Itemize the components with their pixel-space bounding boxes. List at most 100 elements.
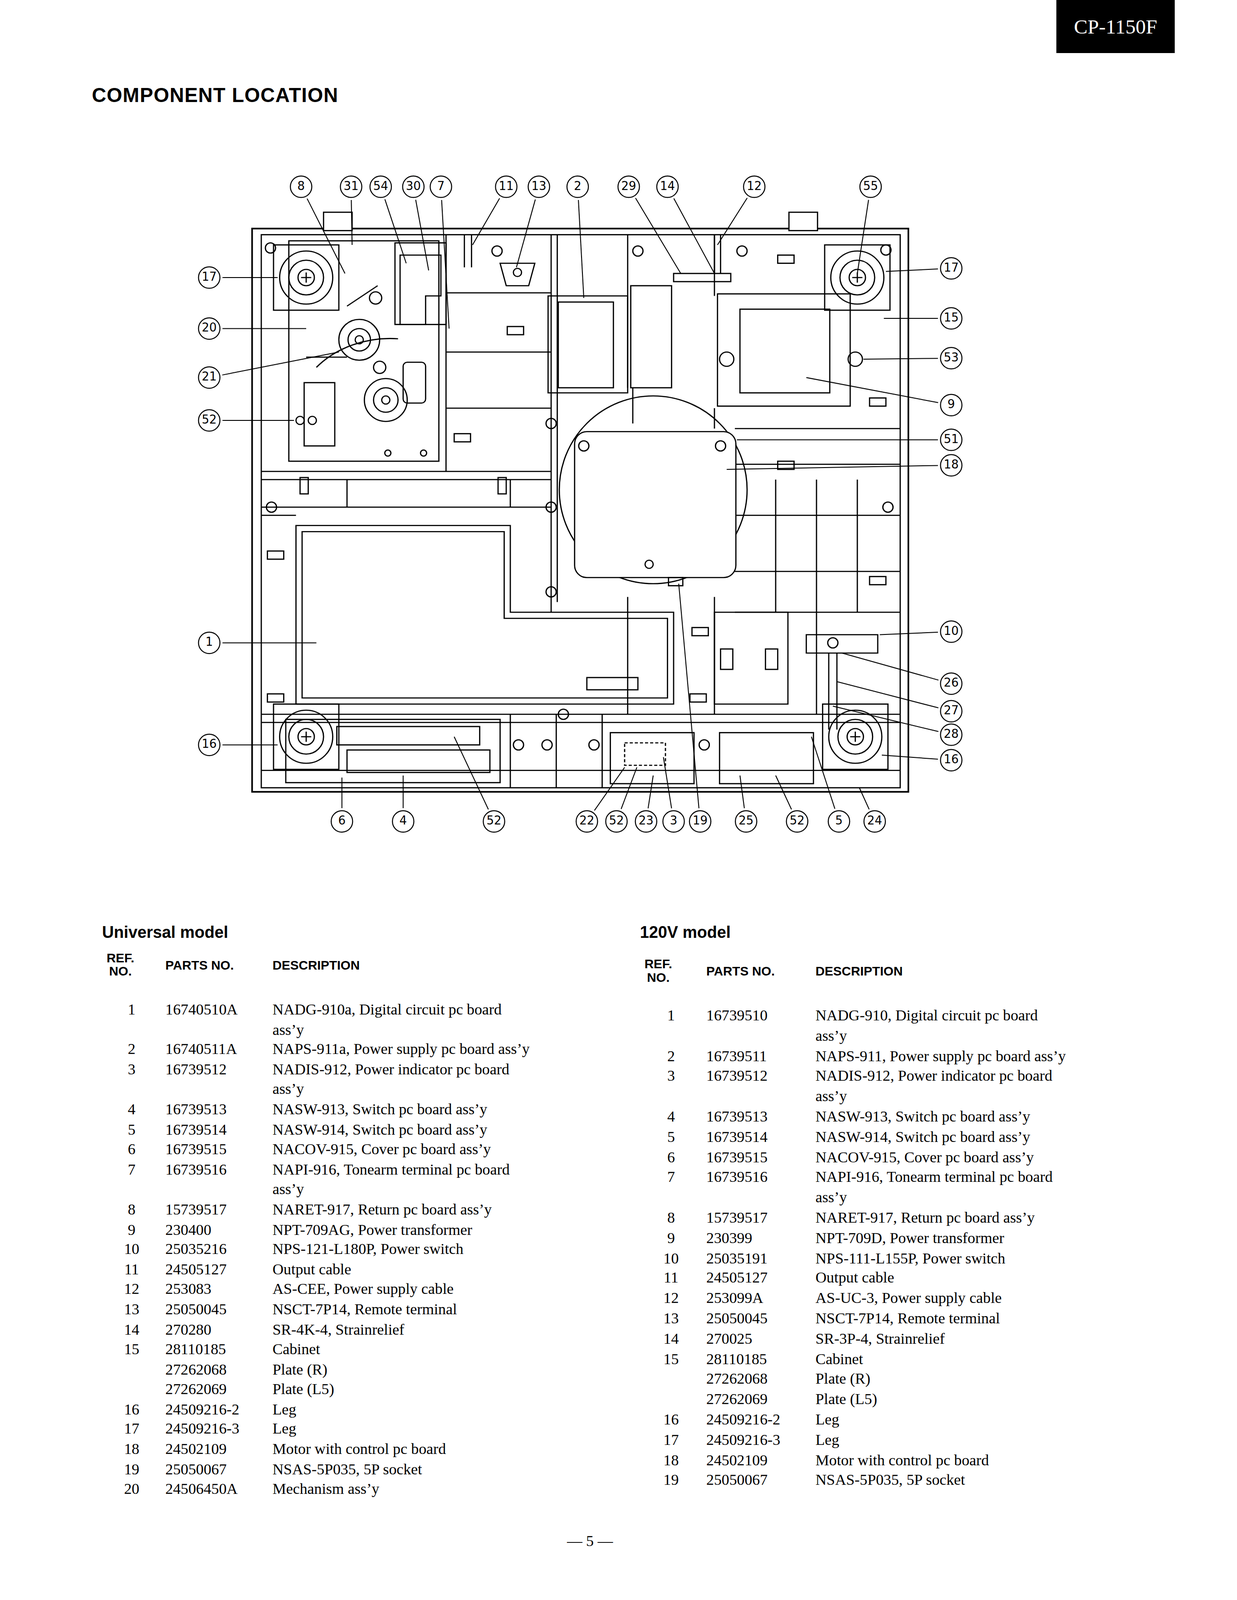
part-number: 16739513 <box>165 1100 269 1120</box>
callout-text: 52 <box>201 414 217 427</box>
callout-text: 51 <box>943 434 959 446</box>
part-number: 230399 <box>706 1228 812 1249</box>
callout-number: 52 <box>198 409 221 432</box>
ref-number: 15 <box>640 1349 703 1371</box>
leader-line <box>775 775 792 810</box>
column-header: PARTS NO. <box>165 958 269 973</box>
callout-text: 13 <box>531 180 547 193</box>
part-description: Mechanism ass’y <box>272 1480 537 1501</box>
part-description: Leg <box>815 1430 1069 1452</box>
callout-number: 20 <box>198 317 221 341</box>
callout-number: 52 <box>605 810 628 834</box>
leader-line <box>884 317 939 319</box>
part-number: 16739510 <box>706 1006 812 1047</box>
callout-text: 23 <box>638 815 654 828</box>
leader-line <box>881 755 939 760</box>
callout-text: 5 <box>835 815 843 828</box>
part-description: Leg <box>815 1410 1069 1431</box>
leader-line <box>454 737 489 810</box>
callout-text: 16 <box>201 739 217 752</box>
part-number: 270280 <box>165 1320 269 1340</box>
callout-text: 28 <box>943 728 959 741</box>
callout-number: 1 <box>198 631 221 655</box>
ref-number: 1 <box>640 1006 703 1047</box>
callout-number: 26 <box>939 672 963 696</box>
part-number: 16739513 <box>706 1107 812 1128</box>
part-number: 16739516 <box>165 1160 269 1201</box>
callout-text: 30 <box>405 180 421 193</box>
ref-number: 11 <box>640 1269 703 1290</box>
part-description: SR-4K-4, Strainrelief <box>272 1320 537 1340</box>
ref-number: 14 <box>102 1320 162 1340</box>
part-description: NADG-910a, Digital circuit pc board ass’… <box>272 1000 537 1041</box>
callout-text: 25 <box>738 815 754 828</box>
part-description: NACOV-915, Cover pc board ass’y <box>272 1140 537 1161</box>
ref-number: 9 <box>102 1220 162 1241</box>
ref-number: 2 <box>102 1040 162 1061</box>
part-description: NAPI-916, Tonearm terminal pc board ass’… <box>815 1168 1069 1209</box>
callout-number: 53 <box>939 347 963 370</box>
page-title: COMPONENT LOCATION <box>92 83 339 108</box>
ref-number: 8 <box>102 1200 162 1221</box>
ref-number: 6 <box>102 1140 162 1161</box>
parts-table: 116740510ANADG-910a, Digital circuit pc … <box>102 1000 536 1501</box>
part-number: 28110185 <box>706 1349 812 1371</box>
part-description: NADG-910, Digital circuit pc board ass’y <box>815 1006 1069 1047</box>
ref-number: 14 <box>640 1329 703 1350</box>
part-description: Plate (L5) <box>815 1390 1069 1411</box>
callout-text: 52 <box>609 815 625 828</box>
header-box: CP-1150F <box>1056 0 1175 54</box>
empty-cell <box>102 1360 162 1381</box>
callout-number: 17 <box>198 266 221 289</box>
part-description: SR-3P-4, Strainrelief <box>815 1329 1069 1350</box>
callout-number: 16 <box>939 749 963 773</box>
callout-text: 7 <box>437 180 445 193</box>
callout-number: 14 <box>656 175 680 199</box>
ref-number: 4 <box>102 1100 162 1120</box>
part-number: 230400 <box>165 1220 269 1241</box>
part-number: 28110185 <box>165 1339 269 1360</box>
ref-number: 19 <box>102 1460 162 1481</box>
leader-line <box>841 653 939 681</box>
leader-line <box>384 199 406 264</box>
column-header: DESCRIPTION <box>272 958 537 973</box>
part-description: Motor with control pc board <box>272 1440 537 1461</box>
part-description: Leg <box>272 1400 537 1421</box>
leader-line <box>663 757 672 809</box>
part-description: NACOV-915, Cover pc board ass’y <box>815 1147 1069 1169</box>
part-number: 24509216-3 <box>706 1430 812 1452</box>
callout-number: 10 <box>939 620 963 644</box>
table-heading: 120V model <box>640 923 731 943</box>
part-number: 27262069 <box>706 1390 812 1411</box>
callout-text: 54 <box>373 180 389 193</box>
part-description: NSAS-5P035, 5P socket <box>272 1460 537 1481</box>
leader-line <box>885 268 939 272</box>
leader-line <box>578 200 584 299</box>
callout-text: 11 <box>498 180 514 193</box>
ref-number: 11 <box>102 1260 162 1281</box>
ref-number: 13 <box>102 1300 162 1321</box>
callout-number: 6 <box>330 810 354 834</box>
callout-text: 14 <box>660 180 675 193</box>
leader-line <box>673 198 715 274</box>
leader-line <box>859 787 870 810</box>
empty-cell <box>102 1380 162 1401</box>
ref-number: 9 <box>640 1228 703 1249</box>
part-number: 16739514 <box>165 1120 269 1141</box>
ref-number: 16 <box>102 1400 162 1421</box>
part-number: 27262069 <box>165 1380 269 1401</box>
callout-text: 26 <box>943 678 959 690</box>
part-description: NARET-917, Return pc board ass’y <box>272 1200 537 1221</box>
part-description: Plate (R) <box>815 1369 1069 1391</box>
ref-number: 12 <box>640 1289 703 1310</box>
leader-line <box>737 439 939 441</box>
callout-text: 16 <box>943 754 959 767</box>
part-number: 25050045 <box>165 1300 269 1321</box>
leader-line <box>739 775 745 809</box>
ref-number: 3 <box>102 1060 162 1101</box>
callout-number: 7 <box>429 175 453 199</box>
callout-text: 22 <box>579 815 595 828</box>
leader-line <box>635 198 681 274</box>
callout-number: 18 <box>939 454 963 477</box>
part-number: 25050067 <box>165 1460 269 1481</box>
